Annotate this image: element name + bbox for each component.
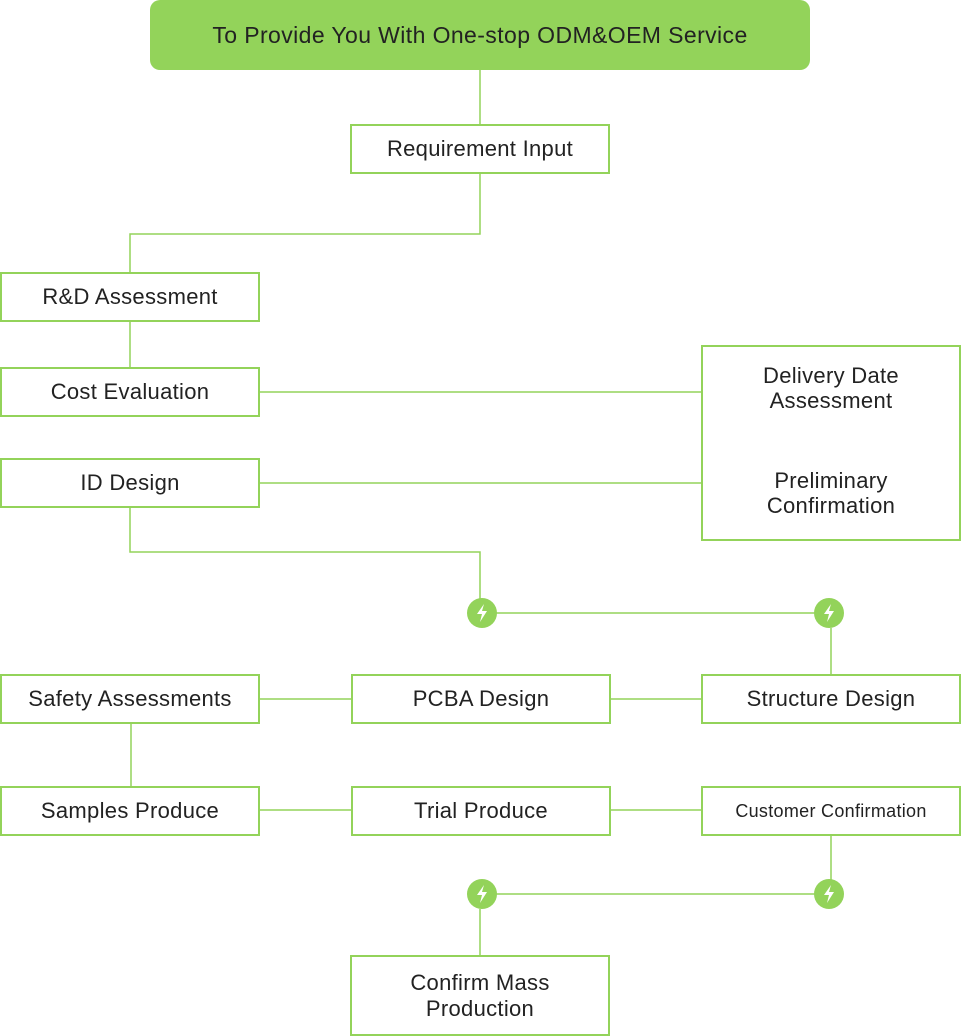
step-delivery-preliminary: Delivery Date Assessment Preliminary Con… bbox=[701, 345, 961, 541]
lightning-bolt-icon bbox=[814, 879, 844, 909]
step-label: R&D Assessment bbox=[42, 284, 218, 310]
lightning-bolt-icon bbox=[467, 879, 497, 909]
step-trial-produce: Trial Produce bbox=[351, 786, 611, 836]
step-label: Cost Evaluation bbox=[50, 379, 210, 405]
step-delivery-date: Delivery Date Assessment bbox=[763, 363, 899, 413]
step-requirement-input: Requirement Input bbox=[350, 124, 610, 174]
step-label: Customer Confirmation bbox=[735, 800, 927, 821]
step-label: Structure Design bbox=[746, 686, 916, 712]
step-cost-evaluation: Cost Evaluation bbox=[0, 367, 260, 417]
lightning-bolt-icon bbox=[814, 598, 844, 628]
step-rd-assessment: R&D Assessment bbox=[0, 272, 260, 322]
step-label: Requirement Input bbox=[386, 136, 574, 162]
step-label: Trial Produce bbox=[414, 798, 548, 824]
step-label: Samples Produce bbox=[40, 798, 220, 824]
connector-requirement-to-rd bbox=[129, 173, 481, 273]
step-confirm-mass-production: Confirm Mass Production bbox=[350, 955, 610, 1036]
connector-id-to-junction bbox=[129, 507, 481, 613]
lightning-bolt-icon bbox=[467, 598, 497, 628]
page-title: To Provide You With One-stop ODM&OEM Ser… bbox=[150, 0, 810, 70]
step-pcba-design: PCBA Design bbox=[351, 674, 611, 724]
step-customer-confirmation: Customer Confirmation bbox=[701, 786, 961, 836]
step-id-design: ID Design bbox=[0, 458, 260, 508]
step-preliminary-confirmation: Preliminary Confirmation bbox=[766, 468, 896, 518]
step-label: Confirm Mass Production bbox=[410, 970, 550, 1021]
step-label: PCBA Design bbox=[412, 686, 550, 712]
step-label: Safety Assessments bbox=[28, 686, 232, 712]
step-label: ID Design bbox=[80, 470, 180, 496]
step-safety-assessments: Safety Assessments bbox=[0, 674, 260, 724]
step-structure-design: Structure Design bbox=[701, 674, 961, 724]
step-samples-produce: Samples Produce bbox=[0, 786, 260, 836]
